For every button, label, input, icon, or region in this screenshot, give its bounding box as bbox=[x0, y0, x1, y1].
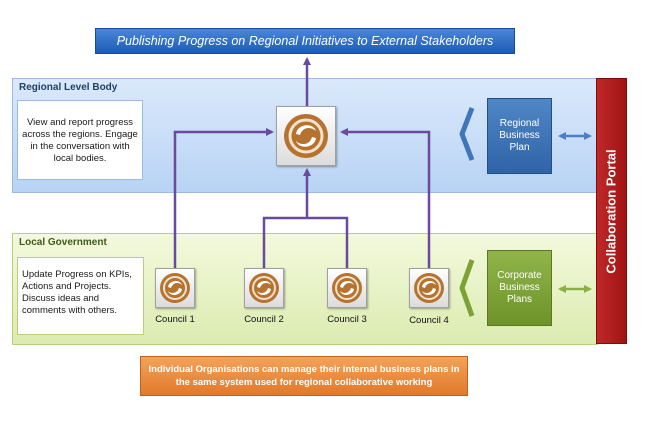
corporate-business-plans-box[interactable]: Corporate Business Plans bbox=[487, 250, 552, 326]
council-2-label: Council 2 bbox=[244, 314, 284, 325]
local-note: Update Progress on KPIs, Actions and Pro… bbox=[17, 257, 144, 335]
swirl-logo-icon bbox=[284, 114, 328, 158]
collaboration-portal-bar[interactable] bbox=[596, 78, 627, 344]
council-2-logo-tile[interactable] bbox=[244, 268, 284, 308]
council-1-logo-tile[interactable] bbox=[155, 268, 195, 308]
collaboration-portal-label: Collaboration Portal bbox=[604, 148, 620, 274]
arrow-council1 bbox=[173, 128, 274, 268]
corporate-plan-chevron bbox=[459, 259, 475, 317]
regional-panel-title: Regional Level Body bbox=[19, 82, 118, 93]
regional-note: View and report progress across the regi… bbox=[17, 100, 143, 180]
bottom-banner: Individual Organisations can manage thei… bbox=[140, 356, 468, 396]
arrow-council4 bbox=[340, 128, 431, 268]
regional-business-plan-box[interactable]: Regional Business Plan bbox=[487, 98, 552, 174]
swirl-logo-icon bbox=[249, 273, 279, 303]
collaboration-portal-text-wrap: Collaboration Portal bbox=[596, 78, 627, 344]
council-3-label: Council 3 bbox=[327, 314, 367, 325]
swirl-logo-icon bbox=[332, 273, 362, 303]
regional-business-plan-label: Regional Business Plan bbox=[499, 118, 540, 153]
local-panel-title: Local Government bbox=[19, 237, 107, 248]
corporate-business-plans-label: Corporate Business Plans bbox=[497, 270, 542, 305]
council-4-label: Council 4 bbox=[409, 315, 449, 326]
regional-logo-tile[interactable] bbox=[276, 106, 336, 166]
regional-plan-chevron bbox=[459, 107, 475, 161]
bracket-council2-3 bbox=[262, 216, 349, 268]
council-4-logo-tile[interactable] bbox=[409, 268, 449, 308]
swirl-logo-icon bbox=[414, 273, 444, 303]
council-1-label: Council 1 bbox=[155, 314, 195, 325]
council-3-logo-tile[interactable] bbox=[327, 268, 367, 308]
top-banner: Publishing Progress on Regional Initiati… bbox=[95, 28, 515, 54]
swirl-logo-icon bbox=[160, 273, 190, 303]
